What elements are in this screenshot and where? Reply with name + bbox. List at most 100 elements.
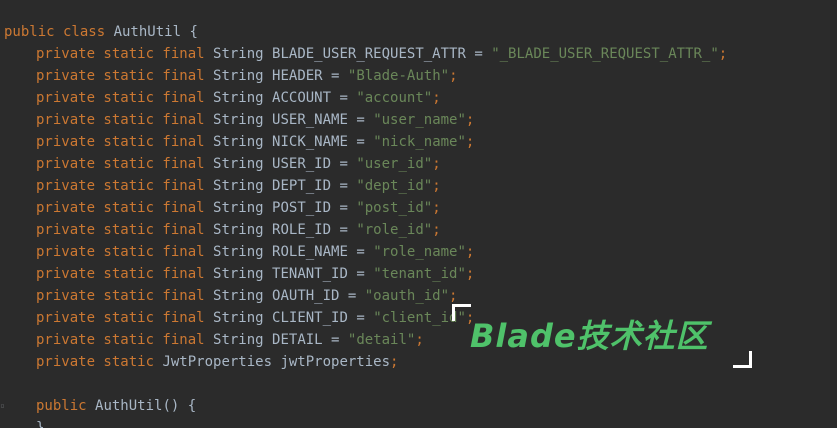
code-token: String: [213, 134, 273, 150]
code-token: "user_name": [373, 112, 466, 128]
code-token: ;: [415, 332, 424, 348]
code-token: "account": [356, 90, 433, 106]
watermark-bracket-top-left: [452, 304, 471, 321]
code-token: AuthUtil: [95, 398, 163, 414]
code-line[interactable]: private static final String USER_ID = "u…: [4, 153, 837, 175]
code-token: String: [213, 266, 273, 282]
code-token: USER_NAME: [272, 112, 357, 128]
code-token: ;: [718, 46, 728, 62]
code-line[interactable]: private static final String ROLE_ID = "r…: [4, 219, 837, 241]
code-token: =: [356, 266, 374, 282]
code-token: String: [213, 46, 273, 62]
code-token: =: [347, 288, 365, 304]
code-token: JwtProperties: [162, 354, 281, 370]
code-token: ;: [432, 90, 441, 106]
code-line[interactable]: public class AuthUtil {: [4, 21, 837, 43]
code-token: private static final: [36, 156, 214, 172]
code-token: {: [189, 24, 198, 40]
code-line[interactable]: private static final String HEADER = "Bl…: [4, 65, 837, 87]
code-token: ;: [449, 288, 458, 304]
code-token: =: [356, 310, 374, 326]
code-token: private static final: [36, 244, 214, 260]
watermark-bracket-bottom-right: [733, 351, 752, 368]
code-line[interactable]: private static final String DEPT_ID = "d…: [4, 175, 837, 197]
code-token: USER_ID: [272, 156, 340, 172]
code-token: private static final: [36, 112, 214, 128]
code-token: CLIENT_ID: [272, 310, 357, 326]
code-token: "client_id": [373, 310, 466, 326]
code-token: =: [339, 156, 357, 172]
code-token: private static final: [36, 134, 214, 150]
code-token: "Blade-Auth": [347, 68, 450, 84]
code-token: TENANT_ID: [272, 266, 357, 282]
code-line[interactable]: private static final String BLADE_USER_R…: [4, 43, 837, 65]
code-token: NICK_NAME: [272, 134, 357, 150]
fold-icon[interactable]: ▫: [0, 401, 5, 410]
code-token: jwtProperties: [280, 354, 391, 370]
code-token: String: [213, 288, 273, 304]
code-token: ;: [465, 134, 475, 150]
code-token: private static: [36, 354, 163, 370]
code-token: "user_id": [356, 156, 433, 172]
code-token: "nick_name": [373, 134, 466, 150]
code-line[interactable]: private static final String POST_ID = "p…: [4, 197, 837, 219]
code-token: "post_id": [356, 200, 433, 216]
code-token: ;: [465, 266, 475, 282]
watermark-text: Blade技术社区: [470, 317, 709, 355]
code-token: String: [213, 332, 273, 348]
code-token: ACCOUNT: [272, 90, 340, 106]
code-token: "_BLADE_USER_REQUEST_ATTR_": [491, 46, 719, 62]
code-token: ;: [432, 200, 441, 216]
code-token: DEPT_ID: [272, 178, 340, 194]
code-line[interactable]: private static final String USER_NAME = …: [4, 109, 837, 131]
code-line[interactable]: private static final String TENANT_ID = …: [4, 263, 837, 285]
code-token: String: [213, 90, 273, 106]
code-token: POST_ID: [272, 200, 340, 216]
code-line[interactable]: private static JwtProperties jwtProperti…: [4, 351, 837, 373]
code-line[interactable]: private static final String CLIENT_ID = …: [4, 307, 837, 329]
code-token: private static final: [36, 332, 214, 348]
code-token: "detail": [347, 332, 416, 348]
watermark: Blade技术社区: [452, 304, 752, 368]
code-token: =: [331, 332, 348, 348]
code-token: ;: [432, 156, 441, 172]
code-token: private static final: [36, 222, 214, 238]
code-line[interactable]: private static final String ROLE_NAME = …: [4, 241, 837, 263]
code-token: "dept_id": [356, 178, 433, 194]
code-token: String: [213, 200, 273, 216]
code-token: private static final: [36, 90, 214, 106]
code-token: "role_name": [373, 244, 466, 260]
code-token: =: [339, 200, 357, 216]
code-token: BLADE_USER_REQUEST_ATTR: [272, 46, 475, 62]
code-token: String: [213, 112, 273, 128]
editor-gutter: [0, 0, 6, 428]
code-token: private static final: [36, 68, 214, 84]
code-line[interactable]: private static final String DETAIL = "de…: [4, 329, 837, 351]
code-line[interactable]: [4, 373, 837, 395]
code-line[interactable]: private static final String OAUTH_ID = "…: [4, 285, 837, 307]
code-token: String: [213, 222, 273, 238]
code-line[interactable]: private static final String ACCOUNT = "a…: [4, 87, 837, 109]
code-line[interactable]: }: [4, 417, 837, 428]
code-token: =: [339, 90, 357, 106]
code-token: ;: [390, 354, 399, 370]
code-line[interactable]: public AuthUtil() {: [4, 395, 837, 417]
code-token: }: [36, 420, 45, 428]
code-token: ;: [465, 310, 475, 326]
code-token: public class: [4, 24, 114, 40]
code-line[interactable]: private static final String NICK_NAME = …: [4, 131, 837, 153]
code-area[interactable]: public class AuthUtil {private static fi…: [4, 21, 837, 428]
code-token: String: [213, 178, 273, 194]
code-token: ;: [432, 222, 441, 238]
code-token: private static final: [36, 178, 214, 194]
code-token: "tenant_id": [373, 266, 466, 282]
code-token: DETAIL: [272, 332, 332, 348]
code-token: OAUTH_ID: [272, 288, 348, 304]
code-token: =: [339, 178, 357, 194]
code-token: =: [331, 68, 348, 84]
code-token: ;: [465, 112, 475, 128]
code-token: public: [36, 398, 96, 414]
code-token: private static final: [36, 266, 214, 282]
code-token: "role_id": [356, 222, 433, 238]
